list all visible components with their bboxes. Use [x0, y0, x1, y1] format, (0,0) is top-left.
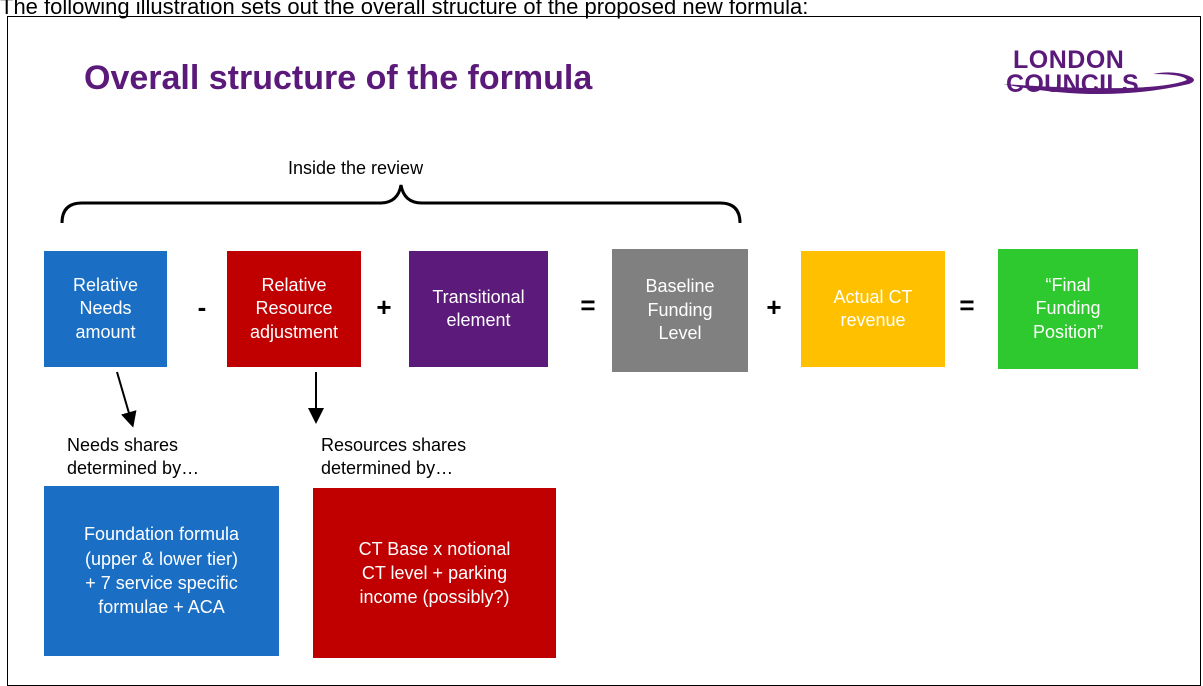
needs-amount-label: Relative Needs amount: [72, 274, 139, 342]
needs-amount-box: Relative Needs amount: [44, 251, 167, 367]
logo-swoosh-icon: [1003, 72, 1194, 94]
logo-text-line2: COUNCILS: [1006, 70, 1139, 98]
actual-ct-revenue-label: Actual CT revenue: [833, 286, 913, 330]
final-funding-box: “Final Funding Position”: [998, 249, 1138, 369]
transitional-element-label: Transitional element: [432, 286, 525, 330]
baseline-funding-label: Baseline Funding Level: [645, 276, 715, 344]
transitional-element-box: Transitional element: [409, 251, 548, 367]
resources-detail-box: CT Base x notional CT level + parking in…: [313, 488, 556, 658]
resource-adjustment-box: Relative Resource adjustment: [227, 251, 361, 367]
baseline-funding-box: Baseline Funding Level: [612, 249, 748, 372]
needs-detail-text: Foundation formula (upper & lower tier) …: [83, 524, 240, 618]
needs-shares-label: Needs shares determined by…: [67, 435, 200, 479]
equals-operator-1: =: [580, 290, 596, 320]
minus-operator: -: [197, 292, 207, 322]
resources-shares-label: Resources shares determined by…: [321, 435, 467, 479]
needs-arrow: [116, 371, 137, 428]
review-bracket: [60, 184, 742, 224]
needs-detail-box: Foundation formula (upper & lower tier) …: [44, 486, 279, 656]
resources-detail-text: CT Base x notional CT level + parking in…: [358, 538, 511, 608]
london-councils-logo: LONDON COUNCILS: [1003, 46, 1199, 106]
resource-adjustment-label: Relative Resource adjustment: [249, 274, 339, 342]
final-funding-label: “Final Funding Position”: [1032, 274, 1104, 342]
actual-ct-revenue-box: Actual CT revenue: [801, 251, 945, 367]
logo-text-line1: LONDON: [1013, 46, 1125, 74]
plus-operator-1: +: [376, 292, 392, 322]
plus-operator-2: +: [766, 292, 782, 322]
caption-text: The following illustration sets out the …: [0, 0, 809, 19]
equals-operator-2: =: [959, 290, 975, 320]
slide-title: Overall structure of the formula: [84, 59, 593, 97]
bracket-label: Inside the review: [288, 158, 424, 178]
